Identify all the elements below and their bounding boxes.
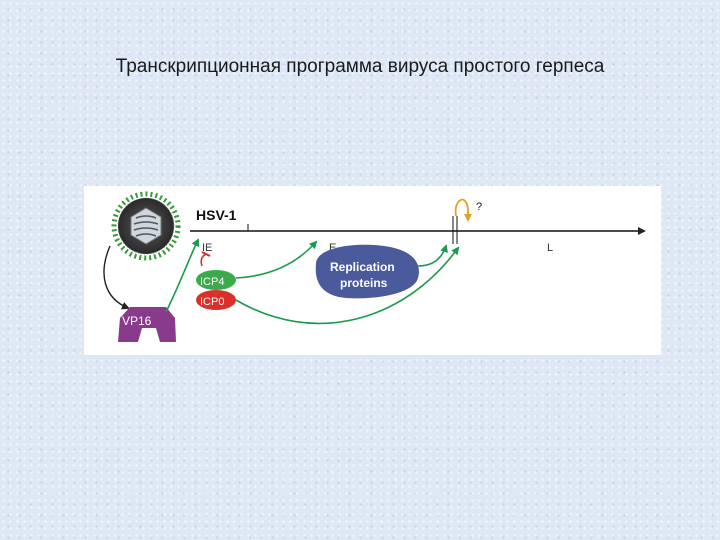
vp16-to-ie-arrow	[165, 238, 200, 313]
hsv-transcription-diagram: VP16 HSV-1 ? IE E L ICP4 ICP0	[84, 186, 661, 355]
icp4-to-e-arrow	[235, 240, 318, 279]
genome-label: HSV-1	[196, 207, 237, 223]
phase-label-l: L	[547, 242, 553, 254]
replication-proteins: Replication proteins	[315, 244, 419, 299]
vp16-label: VP16	[122, 314, 152, 328]
replication-label-line1: Replication	[330, 260, 395, 274]
virion-icon	[111, 191, 181, 261]
replication-label-line2: proteins	[340, 276, 388, 290]
replication-to-late-arrow	[417, 244, 448, 267]
phase-label-ie: IE	[202, 242, 212, 254]
icp0-label: ICP0	[200, 296, 224, 308]
icp4-label: ICP4	[200, 276, 224, 288]
phase-label-e: E	[329, 242, 336, 254]
virion-to-vp16-arrow	[103, 245, 130, 310]
icp4-repression-icon	[200, 251, 211, 267]
slide-title: Транскрипционная программа вируса просто…	[115, 56, 605, 77]
icp4-protein: ICP4	[196, 270, 236, 290]
icp0-protein: ICP0	[196, 290, 236, 310]
feedback-loop-arrow	[454, 198, 473, 222]
question-mark: ?	[476, 201, 482, 213]
vp16-protein: VP16	[118, 307, 176, 342]
icp0-to-late-arrow	[235, 246, 460, 325]
